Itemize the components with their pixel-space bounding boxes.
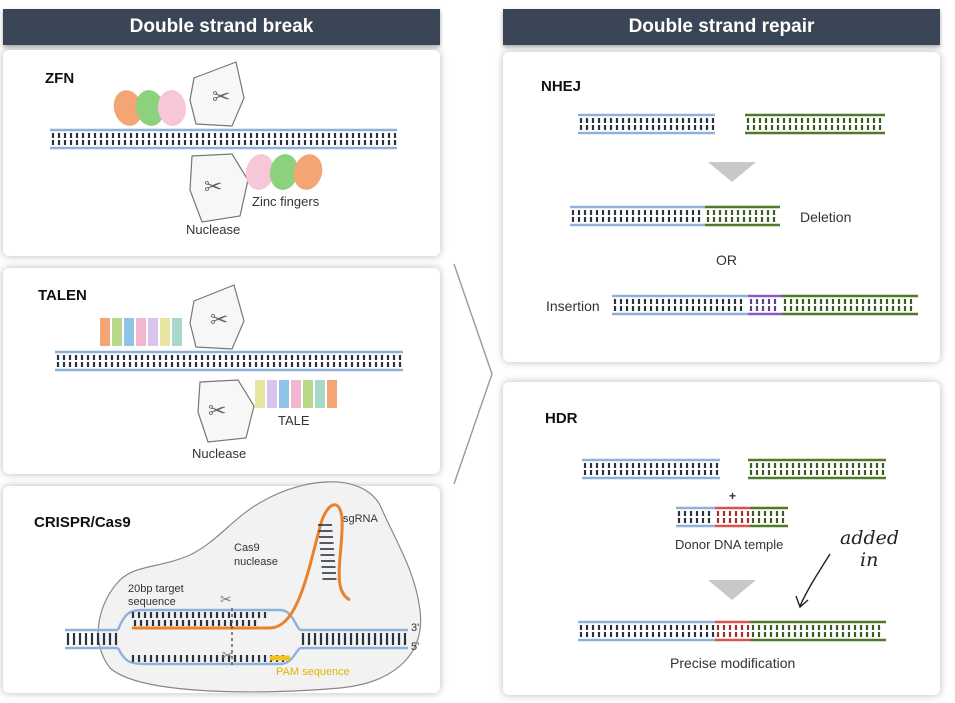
- svg-text:✂: ✂: [208, 399, 226, 424]
- tale-repeat: [172, 318, 182, 346]
- nhej-broken-right: [745, 113, 885, 135]
- crispr-title: CRISPR/Cas9: [34, 514, 131, 531]
- talen-tale-repeats-top: [100, 318, 182, 346]
- target-label-line1: 20bp target: [128, 583, 184, 595]
- cas9-label-line2: nuclease: [234, 556, 279, 568]
- nhej-broken-left: [578, 113, 715, 135]
- hdr-title: HDR: [545, 410, 578, 427]
- annotation-arrow: [795, 553, 831, 609]
- annotation-line1: added: [840, 527, 900, 549]
- tale-repeat: [279, 380, 289, 408]
- hdr-broken-left: [582, 458, 720, 480]
- svg-text:✂: ✂: [204, 175, 222, 200]
- talen-dna-duplex: [55, 350, 403, 372]
- talen-title: TALEN: [38, 287, 87, 304]
- sgrna-strand: [132, 503, 351, 630]
- crispr-dna-duplex: ✂✂: [65, 503, 408, 666]
- zfn-nuclease-label: Nuclease: [186, 222, 241, 237]
- talen-nuclease-top-icon: ✂: [189, 284, 245, 350]
- sgrna-label: sgRNA: [343, 513, 378, 525]
- zfn-title: ZFN: [45, 70, 75, 87]
- hdr-panel: [503, 382, 940, 695]
- tale-label: TALE: [278, 413, 310, 428]
- left-header: Double strand break: [3, 9, 440, 45]
- insertion-label: Insertion: [546, 298, 600, 314]
- right-header: Double strand repair: [503, 9, 940, 45]
- talen-tale-repeats-bottom: [255, 380, 337, 408]
- nhej-down-arrow: [708, 162, 756, 182]
- zfn-zinc-fingers-top: [113, 90, 187, 126]
- precise-modification-duplex: [578, 620, 886, 642]
- donor-label: Donor DNA temple: [675, 537, 784, 552]
- cas9-label-line1: Cas9: [234, 542, 260, 554]
- svg-text:✂: ✂: [212, 85, 230, 110]
- annotation-line2: in: [860, 549, 879, 571]
- tale-repeat: [315, 380, 325, 408]
- or-label: OR: [716, 252, 737, 268]
- zfn-zinc-fingers-bottom: [245, 154, 323, 190]
- target-label-line2: sequence: [128, 596, 176, 608]
- tale-repeat: [303, 380, 313, 408]
- tale-repeat: [136, 318, 146, 346]
- zfn-nuclease-bottom-icon: ✂: [189, 153, 249, 223]
- donor-dna-duplex: [676, 506, 788, 528]
- nhej-title: NHEJ: [541, 78, 582, 95]
- plus-label: +: [729, 489, 737, 503]
- zinc-fingers-label: Zinc fingers: [252, 194, 320, 209]
- talen-nuclease-label: Nuclease: [192, 446, 247, 461]
- scissors-icon: ✂: [222, 647, 234, 663]
- five-prime-label: 5': [411, 641, 420, 653]
- scissors-icon: ✂: [220, 591, 232, 607]
- hdr-down-arrow: [708, 580, 756, 600]
- zfn-dna-duplex: [50, 128, 397, 150]
- tale-repeat: [112, 318, 122, 346]
- hdr-broken-right: [748, 458, 886, 480]
- tale-repeat: [124, 318, 134, 346]
- tale-repeat: [255, 380, 265, 408]
- nhej-deletion-duplex: [570, 205, 780, 227]
- talen-nuclease-bottom-icon: ✂: [197, 379, 255, 443]
- deletion-label: Deletion: [800, 209, 852, 225]
- tale-repeat: [327, 380, 337, 408]
- pam-label: PAM sequence: [276, 666, 350, 678]
- zfn-nuclease-top-icon: ✂: [189, 61, 245, 127]
- tale-repeat: [267, 380, 277, 408]
- tale-repeat: [100, 318, 110, 346]
- three-prime-label: 3': [411, 622, 420, 634]
- nhej-insertion-duplex: [612, 294, 918, 316]
- tale-repeat: [148, 318, 158, 346]
- svg-text:✂: ✂: [210, 308, 228, 333]
- tale-repeat: [291, 380, 301, 408]
- transition-arrow: [453, 263, 493, 485]
- tale-repeat: [160, 318, 170, 346]
- precise-modification-label: Precise modification: [670, 655, 796, 671]
